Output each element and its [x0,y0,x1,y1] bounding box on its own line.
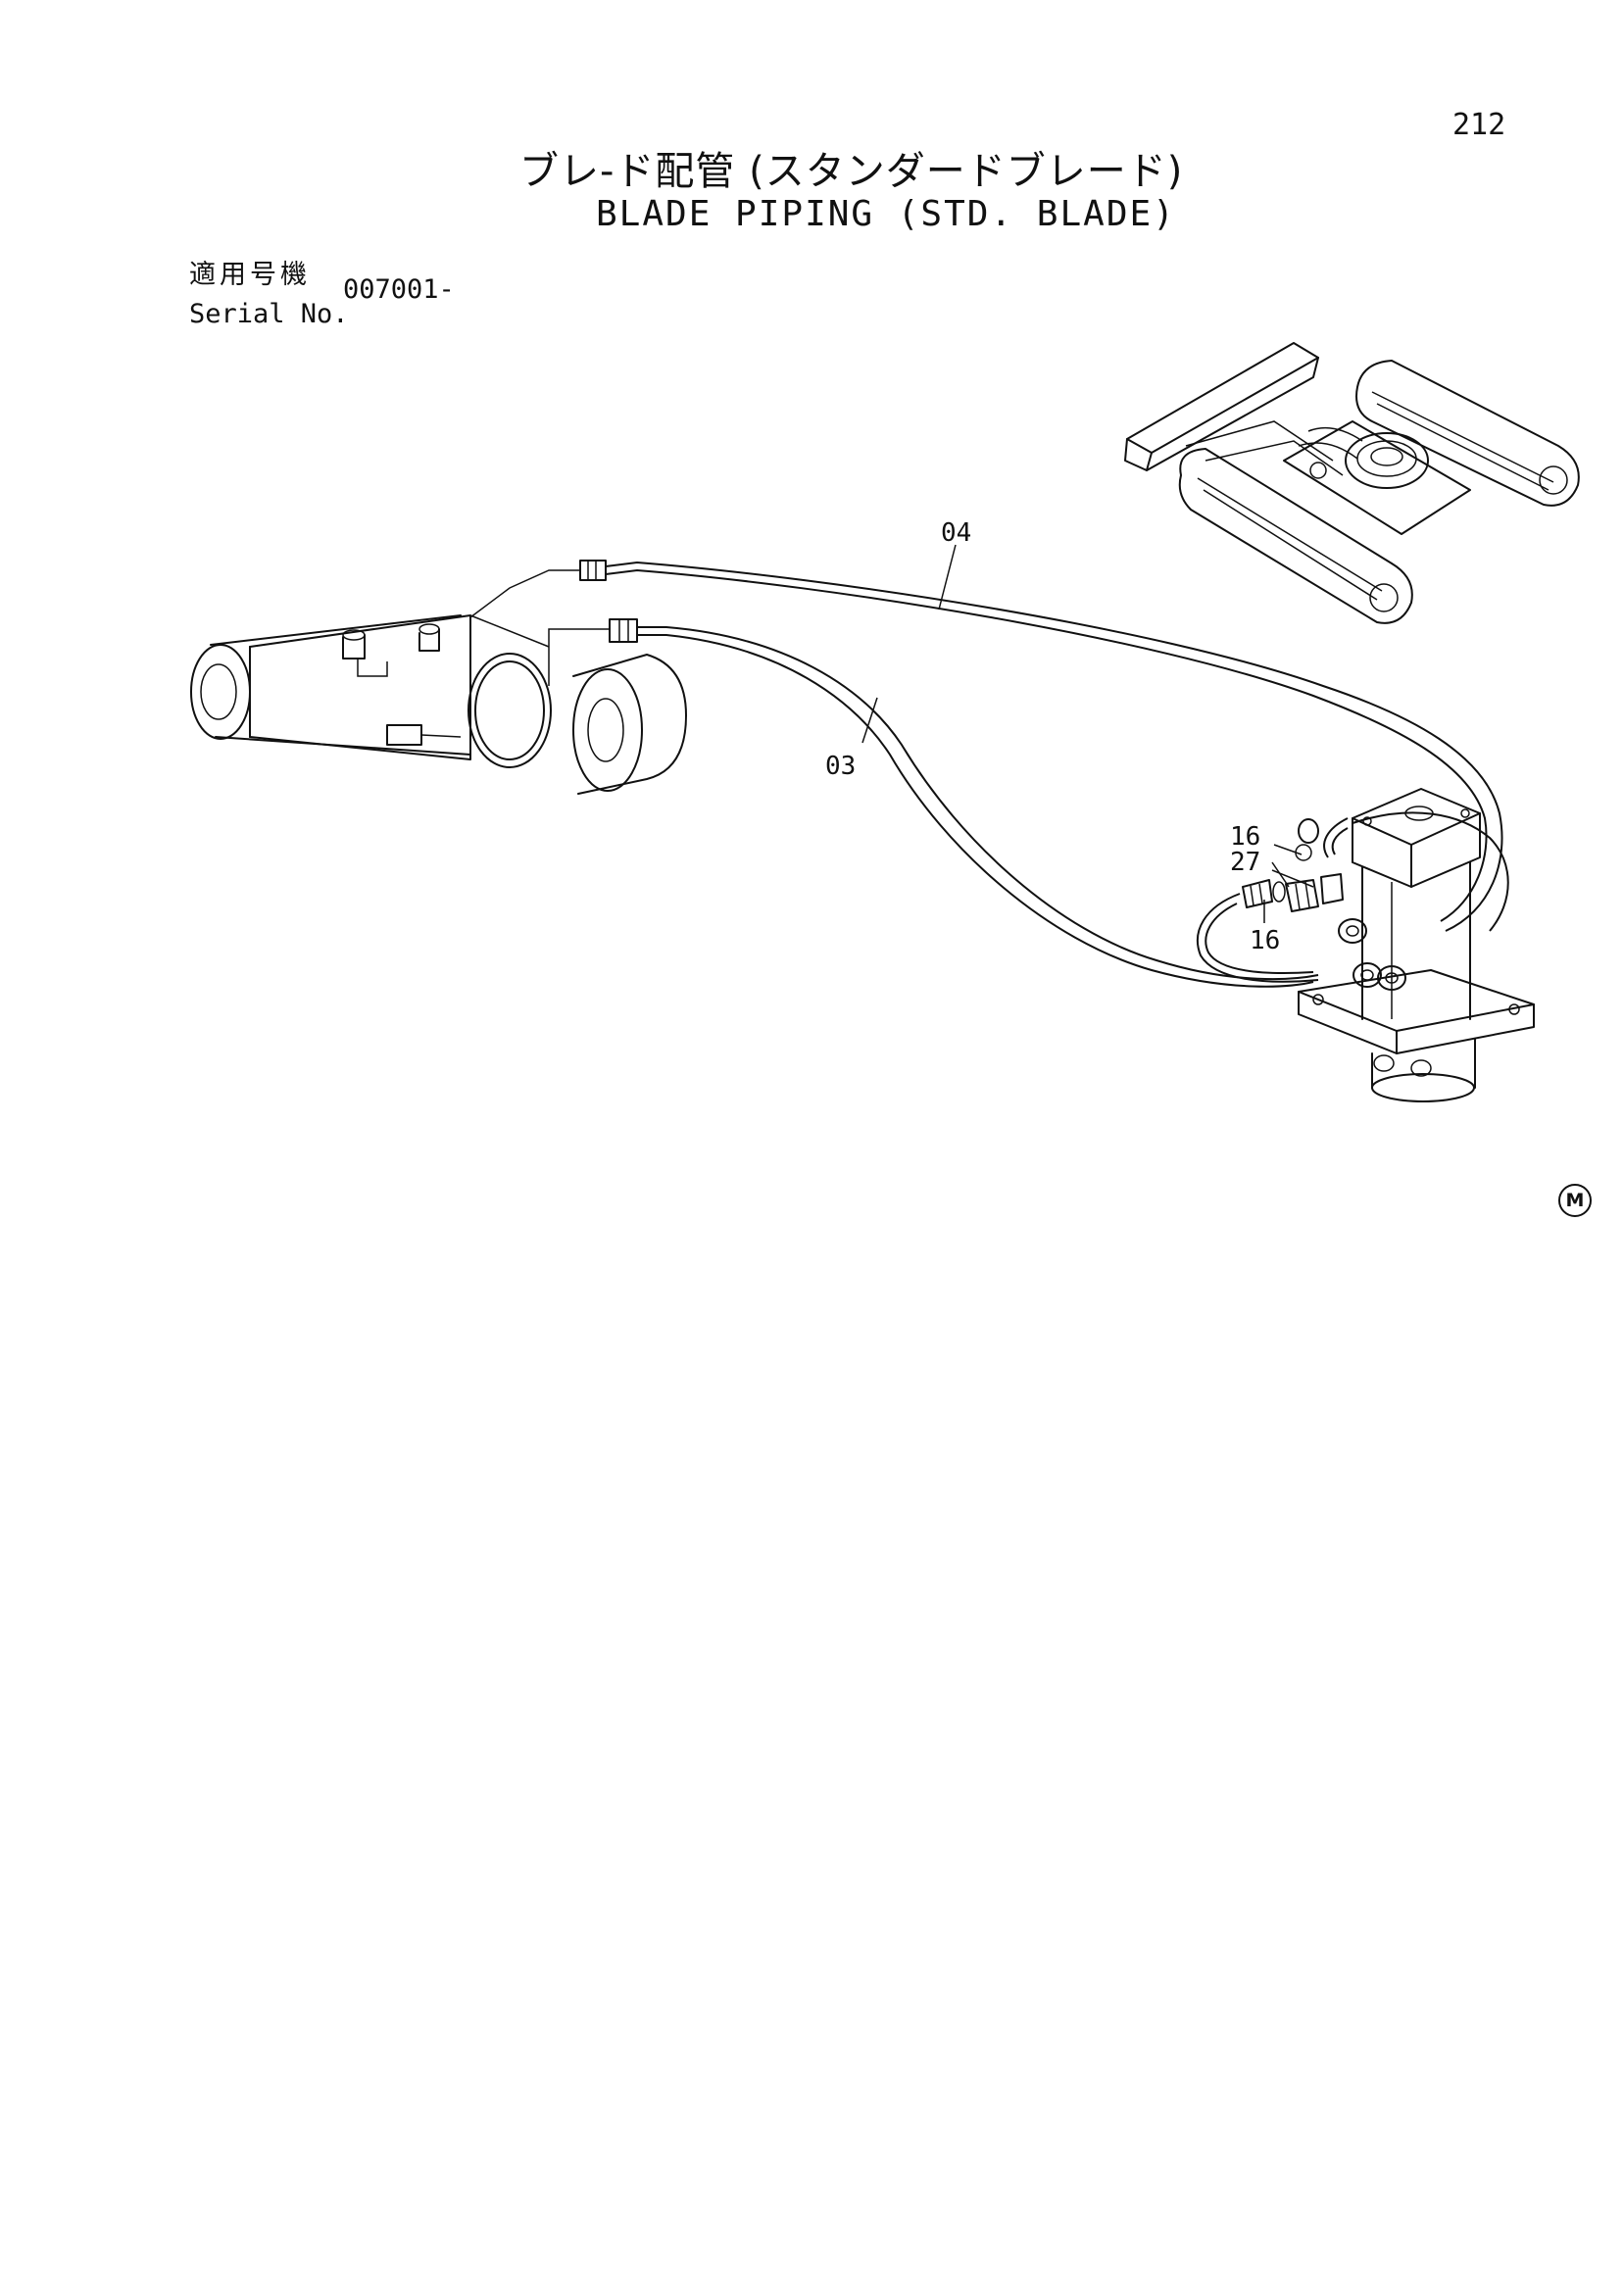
leader-lines [861,544,1314,923]
serial-label-japanese: 適用号機 [189,260,311,290]
page-title-japanese: ブレ-ド配管 (スタンダードブレード) [519,149,1184,194]
hose-04 [469,560,1503,932]
serial-number-value: 007001- [343,274,455,305]
machine-overview-illustration [1124,342,1580,624]
callout-03: 03 [825,752,856,781]
serial-label-english: Serial No. [189,299,349,329]
callout-04: 04 [941,518,971,548]
callout-16-lower: 16 [1250,926,1280,955]
hose-03 [548,618,1319,988]
callout-16-upper: 16 [1230,822,1260,852]
callout-27: 27 [1230,848,1260,877]
hose-loop [1196,811,1509,983]
page-number: 212 [1452,108,1506,142]
page-title-english: BLADE PIPING (STD. BLADE) [596,194,1176,234]
blade-cylinder-illustration [190,614,687,795]
revision-mark: M [1558,1184,1592,1217]
center-joint-illustration [1298,788,1535,1102]
elbow-fittings [1242,818,1344,912]
